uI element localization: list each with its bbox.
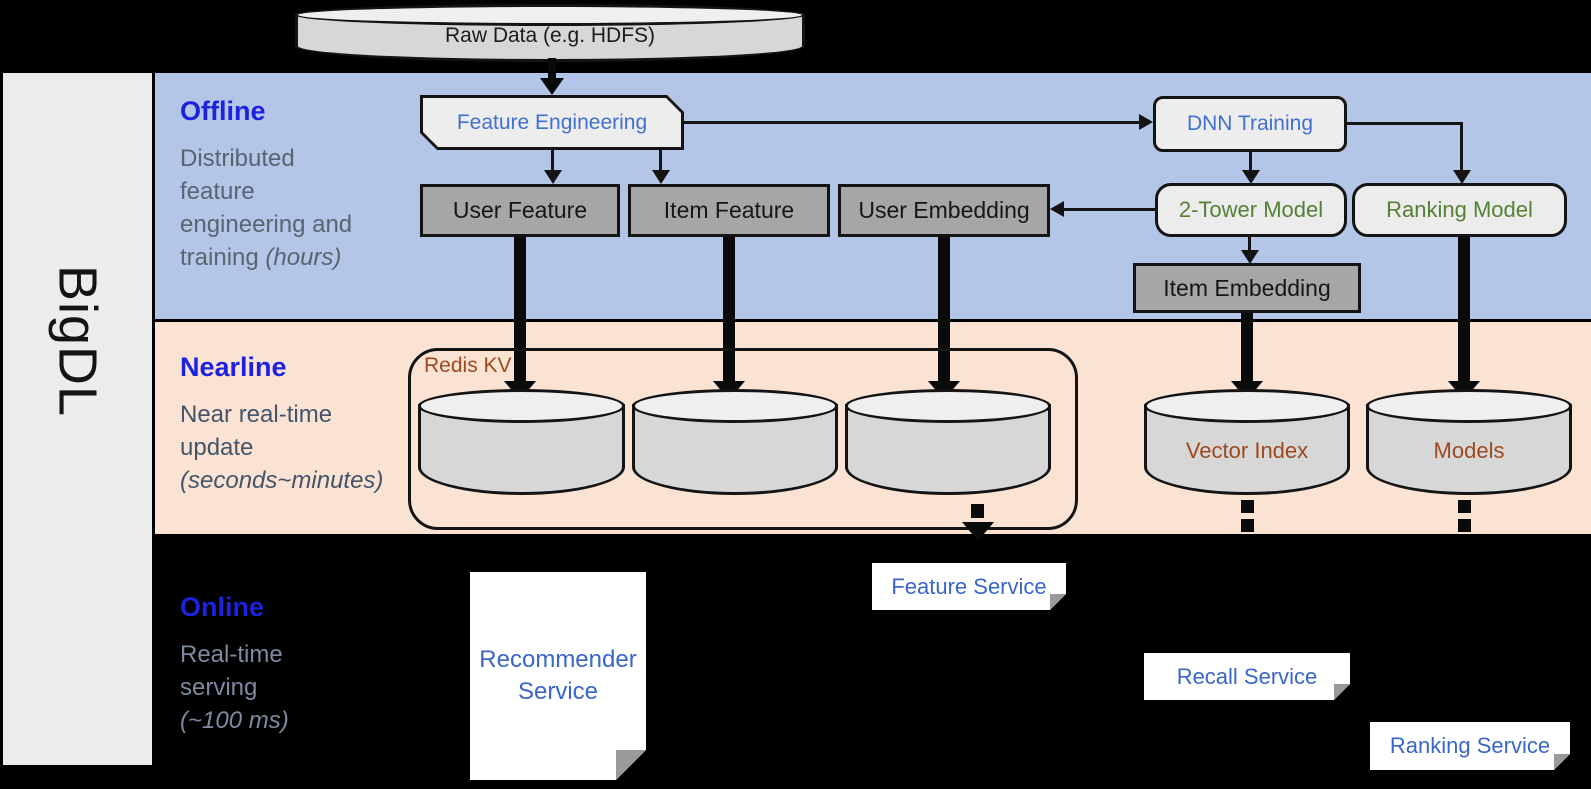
nearline-desc-line2: update xyxy=(180,434,254,461)
ranking-model-label: Ranking Model xyxy=(1386,197,1533,222)
redis-kv-label: Redis KV xyxy=(424,354,512,377)
arrow-fe-to-itemfeature-head xyxy=(652,170,670,184)
models-cylinder-top xyxy=(1366,389,1572,423)
nearline-desc-line1: Near real-time xyxy=(180,401,333,428)
user-embedding-label: User Embedding xyxy=(858,197,1030,223)
arrow-itemembedding-to-vectorindex-shaft xyxy=(1241,313,1253,383)
redis-shard-1-top xyxy=(418,389,625,423)
dashed-line-models-dash-2 xyxy=(1458,519,1471,532)
feature-service-label: Feature Service xyxy=(872,563,1066,610)
nearline-title: Nearline xyxy=(180,352,287,382)
recommender-service-label: Recommender Service xyxy=(470,572,646,780)
dnn-training-node: DNN Training xyxy=(1153,96,1347,152)
nearline-description: Near real-time update (seconds~minutes) xyxy=(180,398,383,497)
recall-service-node: Recall Service xyxy=(1144,653,1350,700)
bigdl-brand-label: BigDL xyxy=(47,265,108,418)
dashed-arrow-redis-to-featureservice-head xyxy=(962,522,994,541)
redis-shard-3-body xyxy=(845,404,1051,495)
arrow-userfeature-to-redis-shaft xyxy=(514,237,526,383)
dashed-line-vectorindex-dash-2 xyxy=(1241,519,1254,532)
redis-shard-3-top xyxy=(845,389,1051,423)
online-desc-italic: (~100 ms) xyxy=(180,707,289,734)
online-desc-line1: Real-time xyxy=(180,641,283,668)
feature-service-fold-corner xyxy=(1050,594,1066,610)
arrow-twotower-to-itemembedding-shaft xyxy=(1248,237,1251,252)
ranking-service-fold-corner xyxy=(1554,754,1570,770)
online-description: Real-time serving (~100 ms) xyxy=(180,638,289,737)
online-desc-line2: serving xyxy=(180,674,258,701)
nearline-desc-italic: (seconds~minutes) xyxy=(180,467,384,494)
recommender-service-node: Recommender Service xyxy=(470,572,646,780)
vector-index-label: Vector Index xyxy=(1185,437,1309,463)
arrow-dnn-to-twotower-head xyxy=(1242,170,1260,184)
two-tower-model-node: 2-Tower Model xyxy=(1155,183,1347,237)
two-tower-model-label: 2-Tower Model xyxy=(1178,197,1324,222)
arrow-dnn-to-twotower-shaft xyxy=(1249,152,1252,172)
raw-data-cylinder: Raw Data (e.g. HDFS) xyxy=(295,4,805,62)
feature-service-node: Feature Service xyxy=(872,563,1066,610)
models-label: Models xyxy=(1433,437,1505,463)
dnn-training-label: DNN Training xyxy=(1186,112,1314,135)
arrow-userembedding-to-redis-shaft xyxy=(938,237,950,383)
feature-engineering-node: Feature Engineering xyxy=(420,95,684,150)
offline-desc-line2: feature xyxy=(180,178,255,205)
arrow-twotower-to-userembedding-shaft xyxy=(1063,208,1155,211)
dashed-line-vectorindex-dash-1 xyxy=(1241,500,1254,513)
item-feature-node: Item Feature xyxy=(628,184,830,237)
redis-shard-2-top xyxy=(632,389,838,423)
vector-index-cylinder: Vector Index xyxy=(1144,389,1350,495)
item-embedding-node: Item Embedding xyxy=(1133,263,1361,313)
user-feature-label: User Feature xyxy=(452,197,588,223)
online-title: Online xyxy=(180,592,265,622)
arrow-twotower-to-itemembedding-head xyxy=(1241,250,1259,264)
arrow-twotower-to-userembedding-head xyxy=(1050,201,1064,217)
item-feature-label: Item Feature xyxy=(663,197,795,223)
dashed-line-models-dash-1 xyxy=(1458,500,1471,513)
redis-kv-container xyxy=(408,348,1078,530)
arrow-rawdata-to-fe-head xyxy=(540,78,564,95)
arrow-fe-to-dnn-shaft xyxy=(684,121,1139,124)
offline-desc-line4-plain: training xyxy=(180,244,259,271)
recall-service-fold-corner xyxy=(1334,684,1350,700)
bigdl-sidebar: BigDL xyxy=(3,73,152,765)
arrow-dnn-to-ranking-head xyxy=(1453,170,1471,184)
recommender-service-fold-corner xyxy=(616,750,646,780)
arrow-fe-to-itemfeature-shaft xyxy=(659,150,662,172)
user-feature-node: User Feature xyxy=(420,184,620,237)
redis-shard-cylinder-3 xyxy=(845,389,1051,495)
offline-description: Distributed feature engineering and trai… xyxy=(180,142,352,274)
recall-service-label: Recall Service xyxy=(1144,653,1350,700)
feature-engineering-label: Feature Engineering xyxy=(423,98,681,147)
redis-shard-cylinder-1 xyxy=(418,389,625,495)
user-embedding-node: User Embedding xyxy=(838,184,1050,237)
offline-desc-line3: engineering and xyxy=(180,211,353,238)
raw-data-label: Raw Data (e.g. HDFS) xyxy=(444,23,656,47)
offline-desc-line1: Distributed xyxy=(180,145,295,172)
arrow-fe-to-userfeature-head xyxy=(544,170,562,184)
arrow-fe-to-dnn-head xyxy=(1139,114,1153,130)
ranking-service-node: Ranking Service xyxy=(1370,722,1570,770)
dashed-arrow-redis-to-featureservice-dash xyxy=(971,504,984,518)
models-cylinder: Models xyxy=(1366,389,1572,495)
item-embedding-label: Item Embedding xyxy=(1163,274,1331,301)
offline-desc-line4-italic: (hours) xyxy=(265,244,342,271)
ranking-service-label: Ranking Service xyxy=(1370,722,1570,770)
raw-data-cylinder-top xyxy=(295,4,805,26)
vector-index-cylinder-top xyxy=(1144,389,1350,423)
arrow-fe-to-userfeature-shaft xyxy=(551,150,554,172)
arrow-dnn-to-ranking-hline xyxy=(1347,122,1463,125)
arrow-itemfeature-to-redis-shaft xyxy=(723,237,735,383)
arrow-rawdata-to-fe-shaft xyxy=(548,58,556,80)
arrow-dnn-to-ranking-vline xyxy=(1460,122,1463,172)
offline-desc-line4: training (hours) xyxy=(180,241,352,274)
ranking-model-node: Ranking Model xyxy=(1352,183,1567,237)
redis-shard-cylinder-2 xyxy=(632,389,838,495)
arrow-rankingmodel-to-models-shaft xyxy=(1458,237,1470,383)
offline-title: Offline xyxy=(180,96,266,126)
